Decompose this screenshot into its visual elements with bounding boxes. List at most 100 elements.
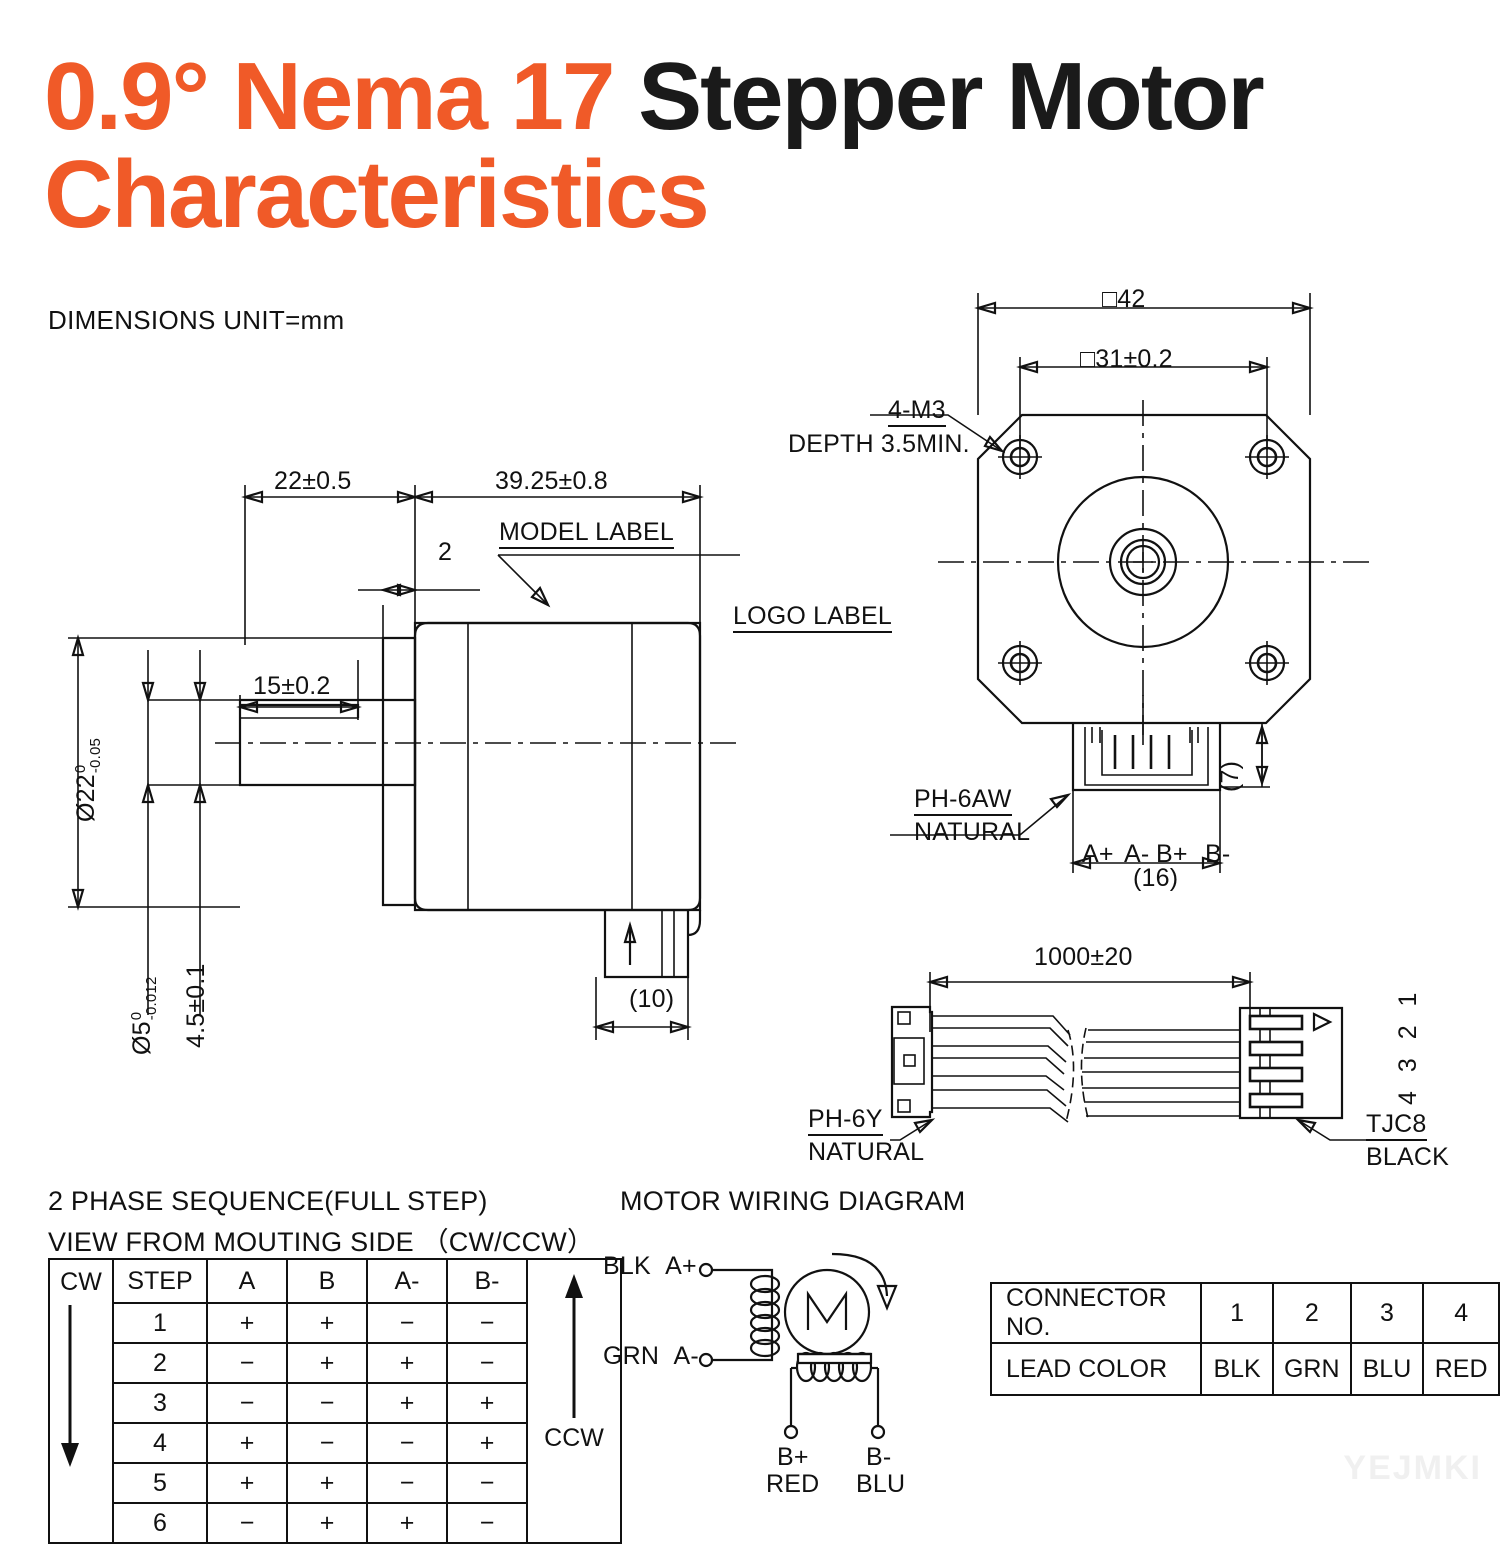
dim-connector-width-front: (16) [1133,864,1179,892]
connector-lead-color-table: CONNECTOR NO. 1 2 3 4 LEAD COLOR BLK GRN… [989,1282,1500,1396]
cell-b-minus: − [446,1342,528,1384]
cable-harness-drawing [890,950,1410,1180]
step-number: 5 [112,1462,208,1504]
col-header-step: STEP [112,1258,208,1304]
cell-b: − [286,1422,368,1464]
dim-body-square: □42 [1102,285,1146,313]
col-header-a: A [206,1258,288,1304]
pin-label-b-plus: B+ [1156,840,1188,868]
pin-label-a-minus: A- [1124,840,1150,868]
connector-no-1: 1 [1200,1282,1274,1344]
dim-body-length: 39.25±0.8 [495,467,608,495]
cw-arrow-icon [61,1305,79,1467]
pin-label-b-minus: B- [1205,840,1231,868]
cell-a: − [206,1502,288,1544]
wiring-a-minus-label: GRN A- [603,1342,699,1370]
ccw-direction-cell: CCW [526,1258,622,1544]
title-black-part: Stepper Motor [638,43,1265,150]
side-view-drawing [40,455,740,1055]
dim-shaft-length: 22±0.5 [274,467,352,495]
row-label-connector-no: CONNECTOR NO. [989,1282,1203,1344]
cell-a: + [206,1302,288,1344]
dim-hole-pitch: □31±0.2 [1080,345,1173,373]
lead-color-3: BLU [1349,1342,1425,1396]
cell-a-minus: − [366,1302,448,1344]
phase-heading-1: 2 PHASE SEQUENCE(FULL STEP) [48,1186,488,1216]
step-number: 6 [112,1502,208,1544]
table-row: 2 − + + − [49,1342,621,1384]
row-label-lead-color: LEAD COLOR [989,1342,1203,1396]
spec-screw-thread: 4-M3 [888,396,946,427]
cell-b: + [286,1342,368,1384]
label-logo: LOGO LABEL [733,602,893,633]
connector-no-4: 4 [1422,1282,1500,1344]
step-number: 2 [112,1342,208,1384]
col-header-b-minus: B- [446,1258,528,1304]
table-row: 4 + − − + [49,1422,621,1464]
cell-b-minus: + [446,1422,528,1464]
label-ph6aw: PH-6AW [914,785,1012,816]
table-row: 1 + + − − [49,1302,621,1344]
label-ph6aw-natural: NATURAL [914,818,1031,846]
cell-b-minus: − [446,1502,528,1544]
cell-b: + [286,1462,368,1504]
step-number: 4 [112,1422,208,1464]
dim-flat-depth: 4.5±0.1 [182,963,210,1048]
step-number: 1 [112,1302,208,1344]
phase-sequence-table: CW STEP A B A- B- CCW 1 + + − − 2 − + + … [48,1258,622,1544]
wiring-b-minus-color: BLU [856,1470,906,1498]
col-header-a-minus: A- [366,1258,448,1304]
dim-connector-width-side: (10) [629,985,675,1013]
cw-direction-cell: CW [48,1258,114,1544]
cell-a-minus: − [366,1462,448,1504]
label-model: MODEL LABEL [499,518,674,549]
table-row: 3 − − + + [49,1382,621,1424]
title-orange-part: 0.9° Nema 17 [44,43,639,150]
table-row-header: CW STEP A B A- B- CCW [48,1258,622,1544]
label-tjc8-black: BLACK [1366,1143,1449,1171]
wiring-b-plus-color: RED [766,1470,820,1498]
title-line-1: 0.9° Nema 17 Stepper Motor [44,48,1464,146]
page-title: 0.9° Nema 17 Stepper Motor Characteristi… [44,48,1464,244]
cell-b-minus: + [446,1382,528,1424]
cable-pin-numbers: 4 3 2 1 [1394,986,1422,1105]
cell-a-minus: − [366,1422,448,1464]
dim-cable-length: 1000±20 [1034,943,1133,971]
cell-b: + [286,1302,368,1344]
lead-color-1: BLK [1200,1342,1274,1396]
cell-a: − [206,1342,288,1384]
wiring-heading: MOTOR WIRING DIAGRAM [620,1186,966,1216]
dim-connector-height: (7) [1216,760,1244,792]
cell-a-minus: + [366,1382,448,1424]
ccw-label: CCW [544,1424,604,1452]
pin-label-a-plus: A+ [1082,840,1114,868]
cell-b-minus: − [446,1462,528,1504]
phase-heading-2: VIEW FROM MOUTING SIDE （CW/CCW） [48,1227,595,1257]
watermark: YEJMKI [1343,1449,1482,1487]
table-row-lead-color: LEAD COLOR BLK GRN BLU RED [989,1342,1500,1396]
cell-b: − [286,1382,368,1424]
spec-screw-depth: DEPTH 3.5MIN. [788,430,970,458]
dimensions-unit-note: DIMENSIONS UNIT=mm [48,305,345,335]
cell-a: + [206,1462,288,1504]
table-row-connector-no: CONNECTOR NO. 1 2 3 4 [989,1282,1500,1344]
wiring-a-plus-label: BLK A+ [603,1252,697,1280]
col-header-b: B [286,1258,368,1304]
connector-no-3: 3 [1349,1282,1425,1344]
ccw-arrow-icon [565,1274,583,1418]
cell-a: − [206,1382,288,1424]
label-ph6y-natural: NATURAL [808,1138,925,1166]
cell-b: + [286,1502,368,1544]
step-number: 3 [112,1382,208,1424]
connector-no-2: 2 [1271,1282,1352,1344]
dim-flange-thickness: 2 [438,538,453,566]
label-ph6y: PH-6Y [808,1105,883,1136]
wiring-b-plus-label: B+ [777,1443,809,1471]
cell-a-minus: + [366,1342,448,1384]
lead-color-4: RED [1422,1342,1500,1396]
front-view-drawing [830,275,1390,885]
cell-b-minus: − [446,1302,528,1344]
motor-wiring-drawing [600,1230,960,1500]
wiring-b-minus-label: B- [866,1443,892,1471]
